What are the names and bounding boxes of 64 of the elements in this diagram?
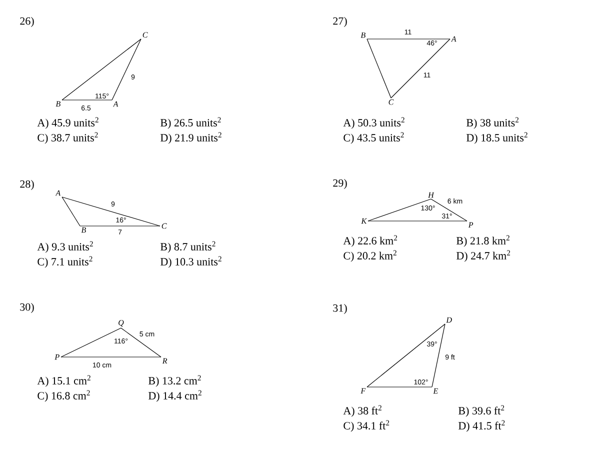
- vertex-label: A: [450, 36, 456, 42]
- triangle-side: [366, 386, 432, 388]
- answer-choice: B) 39.6 ft$^{2}$: [458, 405, 504, 417]
- answer-choice: A) 38 ft$^{2}$: [343, 405, 382, 417]
- answer-choice: B) 26.5 units$^{2}$: [160, 117, 221, 129]
- vertex-label: R: [162, 358, 168, 364]
- triangle-side: [368, 220, 468, 222]
- triangle-side: [368, 198, 432, 222]
- triangle-side: [112, 38, 142, 100]
- triangle-side: [430, 198, 468, 222]
- triangle-side: [432, 324, 446, 388]
- triangle-side: [62, 38, 142, 100]
- vertex-label: B: [81, 227, 86, 233]
- answer-choice: D) 14.4 cm$^{2}$: [148, 390, 202, 402]
- vertex-label: P: [54, 354, 60, 360]
- answer-choice: D) 18.5 units$^{2}$: [466, 132, 528, 144]
- answer-choice: D) 24.7 km$^{2}$: [456, 250, 510, 262]
- answer-choice: A) 15.1 cm$^{2}$: [37, 375, 90, 387]
- question-number: 31): [333, 304, 347, 314]
- answer-choice: B) 21.8 km$^{2}$: [456, 235, 510, 247]
- answer-choice: D) 10.3 units$^{2}$: [160, 256, 222, 268]
- vertex-label: C: [162, 223, 167, 229]
- triangle-side: [120, 328, 162, 358]
- answer-choice: B) 38 units$^{2}$: [466, 117, 518, 129]
- answer-choice: C) 38.7 units$^{2}$: [38, 132, 98, 144]
- vertex-label: C: [142, 32, 148, 38]
- triangle-side: [60, 356, 162, 358]
- answer-choice: C) 43.5 units$^{2}$: [344, 132, 404, 144]
- vertex-label: A: [112, 101, 118, 107]
- question-number: 26): [20, 17, 34, 27]
- triangle-side: [366, 38, 450, 40]
- answer-choice: B) 13.2 cm$^{2}$: [148, 375, 201, 387]
- triangle-side: [62, 196, 80, 226]
- triangle-side: [366, 38, 392, 98]
- vertex-label: Q: [118, 320, 124, 327]
- triangle-side: [390, 38, 450, 98]
- vertex-label: B: [360, 32, 366, 38]
- answer-choice: C) 20.2 km$^{2}$: [344, 250, 396, 262]
- vertex-label: P: [468, 222, 474, 228]
- triangle-side: [60, 328, 122, 358]
- vertex-label: C: [388, 99, 394, 105]
- triangle-side: [366, 324, 446, 388]
- answer-choice: A) 50.3 units$^{2}$: [343, 117, 404, 129]
- question-number: 27): [333, 17, 347, 27]
- question-number: 29): [333, 179, 347, 189]
- answer-choice: A) 45.9 units$^{2}$: [37, 117, 98, 129]
- answer-choice: D) 41.5 ft$^{2}$: [458, 420, 505, 432]
- answer-choice: C) 16.8 cm$^{2}$: [38, 390, 90, 402]
- answer-choice: C) 7.1 units$^{2}$: [38, 256, 92, 268]
- question-number: 30): [20, 303, 34, 313]
- vertex-label: A: [55, 190, 61, 196]
- vertex-label: E: [433, 388, 438, 394]
- answer-choice: C) 34.1 ft$^{2}$: [344, 420, 390, 432]
- triangle-side: [62, 196, 160, 226]
- answer-choice: A) 22.6 km$^{2}$: [343, 235, 398, 247]
- vertex-label: K: [361, 218, 367, 224]
- vertex-label: B: [56, 101, 60, 107]
- answer-choice: A) 9.3 units$^{2}$: [37, 241, 93, 253]
- vertex-label: D: [446, 317, 452, 323]
- vertex-label: F: [360, 388, 366, 394]
- answer-choice: D) 21.9 units$^{2}$: [160, 132, 222, 144]
- question-number: 28): [20, 180, 34, 190]
- answer-choice: B) 8.7 units$^{2}$: [160, 241, 216, 253]
- vertex-label: H: [428, 192, 434, 198]
